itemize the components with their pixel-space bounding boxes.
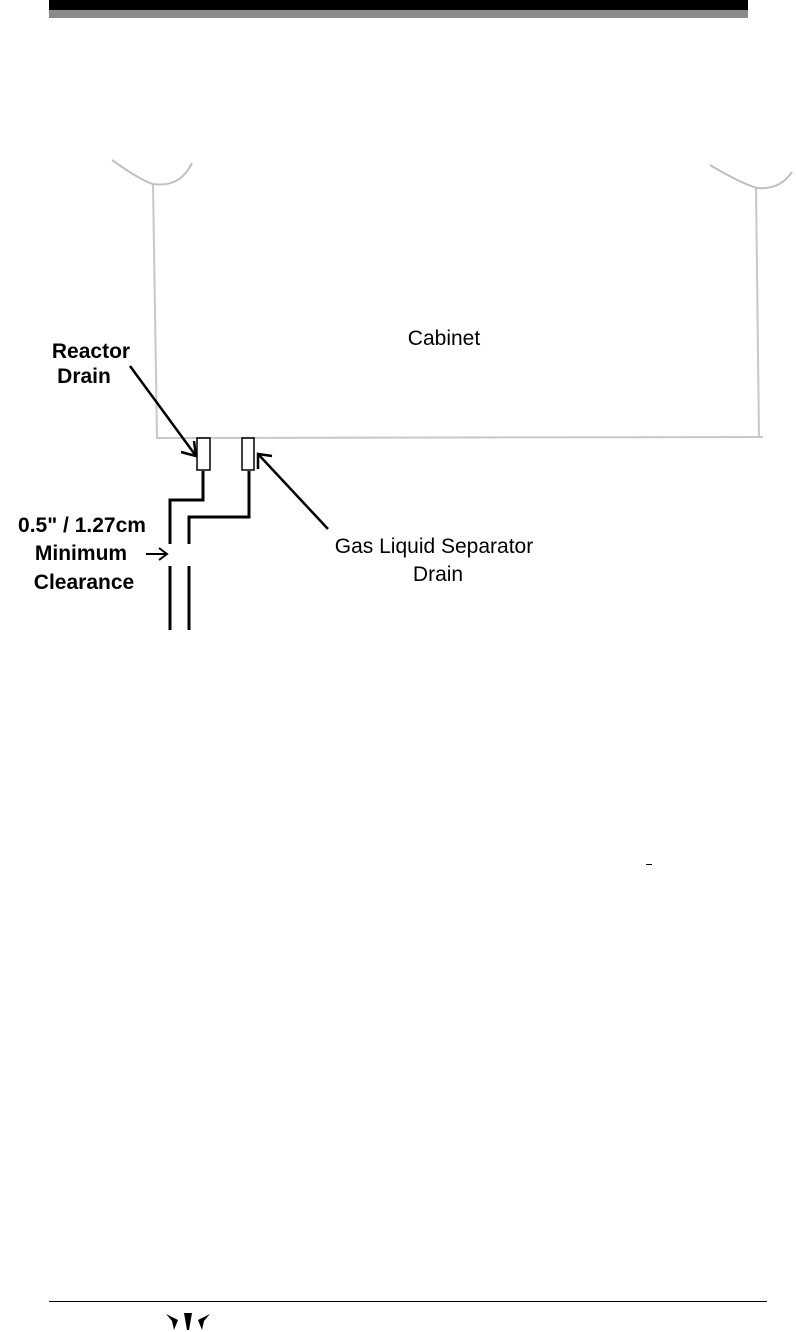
- reactor-drain-fitting: [196, 437, 211, 471]
- drain-diagram: Cabinet Reactor Drain 0.5" / 1.27cm Mini…: [18, 159, 793, 630]
- reactor-drain-arrow: [128, 365, 198, 457]
- separator-drain-fitting: [241, 437, 255, 471]
- reactor-drain-tube: [168, 471, 205, 630]
- cabinet-outline: [152, 184, 764, 440]
- footer-rule: [49, 1301, 767, 1302]
- cabinet-label: Cabinet: [408, 327, 481, 350]
- reactor-drain-label-line2: Drain: [57, 365, 111, 388]
- clearance-label-line2: Minimum: [35, 542, 127, 565]
- separator-drain-tube: [187, 471, 251, 630]
- reactor-drain-label-line1: Reactor: [52, 340, 130, 363]
- separator-drain-label-line1: Gas Liquid Separator: [335, 535, 533, 558]
- reactor-drain-arrowhead: [180, 440, 198, 458]
- separator-drain-label-line2: Drain: [413, 563, 463, 586]
- clearance-arrow: [146, 547, 169, 561]
- cabinet-left-curve: [111, 159, 193, 186]
- cabinet-right-curve: [709, 164, 793, 190]
- separator-drain-arrowhead: [256, 452, 273, 469]
- stray-mark: [646, 864, 652, 865]
- clearance-label-line1: 0.5" / 1.27cm: [18, 514, 146, 537]
- separator-drain-arrow: [257, 453, 329, 530]
- clearance-label-line3: Clearance: [34, 571, 134, 594]
- teledyne-logo-icon: [166, 1313, 210, 1330]
- header-bar: [49, 0, 748, 18]
